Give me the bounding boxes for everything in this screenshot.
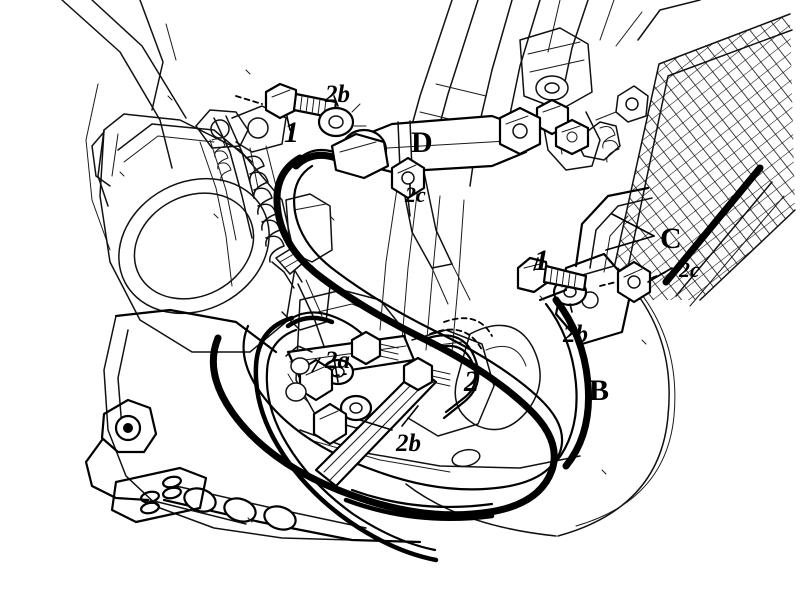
lower-guard-loop xyxy=(253,311,439,563)
bracket-c xyxy=(516,186,653,346)
callout-d-upper-bracket: D xyxy=(411,126,433,159)
callout-2c-right-nut: 2c xyxy=(679,257,700,282)
callout-b-crash-bar: B xyxy=(589,374,610,407)
leader-lines xyxy=(235,82,673,431)
crash-bar xyxy=(209,132,592,521)
callout-2b-upper-washer: 2b xyxy=(325,81,350,108)
callout-2c-upper-nut: 2c xyxy=(405,182,426,207)
callout-2a-clamp-nut: 2a xyxy=(325,347,350,374)
callout-1-upper-bolt: 1 xyxy=(284,116,299,149)
clamp-assembly xyxy=(285,317,493,488)
callout-1-right-bolt: 1 xyxy=(534,244,549,277)
callout-2-u-bolt: 2 xyxy=(464,365,479,398)
callout-2b-lower-nut: 2b xyxy=(396,430,421,457)
shock-linkage xyxy=(519,27,601,171)
callout-2b-right-washer: 2b xyxy=(563,321,588,348)
callout-c-right-bracket: C xyxy=(660,222,682,255)
misc-detail xyxy=(119,69,647,523)
